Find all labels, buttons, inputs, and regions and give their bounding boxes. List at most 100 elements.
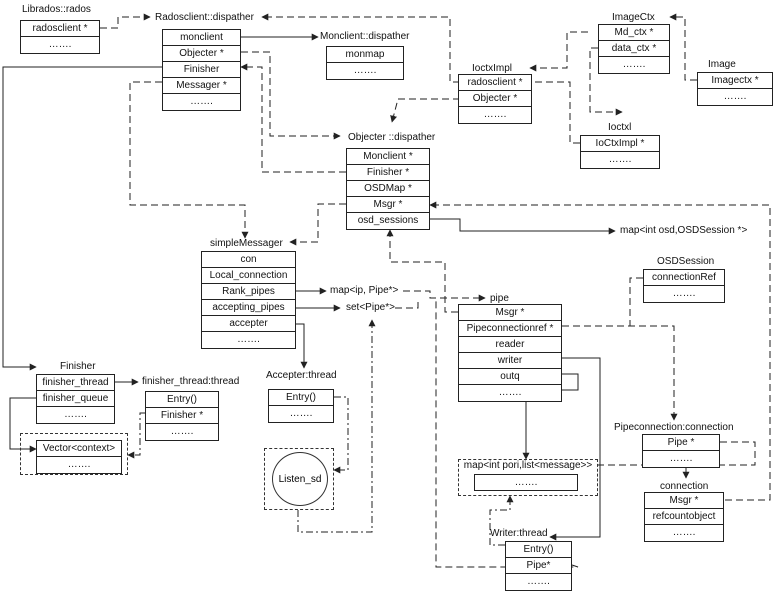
accepter-thread-entry: Entry() <box>269 390 333 406</box>
accepter-thread-more: ……. <box>289 408 313 419</box>
connection-msgr: Msgr * <box>645 493 723 509</box>
label-map-rank-pipes: map<ip, Pipe*> <box>330 285 399 296</box>
arrow-rados-to-radosclient <box>100 13 151 29</box>
monclient-monmap: monmap <box>327 47 403 63</box>
label-ioctximpl: IoctxImpl <box>472 63 513 74</box>
objecter-monclient: Monclient * <box>347 149 429 165</box>
writer-thread-pipe: Pipe* <box>506 558 571 574</box>
arrow-osd-sessions-map <box>430 218 616 235</box>
map-messages-box: map<int pori,list<message>> ……. <box>464 460 592 491</box>
arrow-writer-to-map <box>489 495 514 546</box>
arrow-thread-vector <box>127 412 145 459</box>
objecter-finisher: Finisher * <box>347 165 429 181</box>
ioctxl-ioctximpl: IoCtxImpl * <box>581 136 659 152</box>
osdsession-more: ……. <box>672 288 696 299</box>
pipe-outq: outq <box>459 369 561 385</box>
label-pipe: pipe <box>490 293 509 304</box>
radosclient-more: ……. <box>190 96 213 107</box>
arrow-pipe-msgr <box>386 229 458 313</box>
objecter-osdmap: OSDMap * <box>347 181 429 197</box>
arrow-pipeconnref <box>562 325 678 421</box>
image-more: ……. <box>723 91 747 102</box>
pipe-msgr: Msgr * <box>459 305 561 321</box>
arrow-objecter-msgr <box>289 203 346 246</box>
ioctximpl-more: ……. <box>483 109 507 120</box>
imagectx-box: Md_ctx * data_ctx * ……. <box>598 24 670 74</box>
pipe-more: ……. <box>498 387 522 398</box>
rados-radosclient: radosclient * <box>21 21 99 37</box>
listen-sd-frame <box>264 448 334 510</box>
arrow-radosclient-objecter <box>241 51 341 140</box>
arrow-map-to-pipe <box>403 290 486 302</box>
monclient-more: ……. <box>353 65 377 76</box>
finisher-thread-entry: Entry() <box>146 392 218 408</box>
radosclient-box: monclient Objecter * Finisher Messager *… <box>162 29 241 111</box>
messager-con: con <box>202 252 295 268</box>
label-radosclient-dispatcher: Radosclient::dispather <box>155 12 254 23</box>
objecter-osd-sessions: osd_sessions <box>357 215 419 226</box>
label-connection: connection <box>660 481 709 492</box>
arrow-radosclient-finisher <box>2 66 162 371</box>
arrow-outq <box>522 373 579 460</box>
simple-messager-box: con Local_connection Rank_pipes acceptin… <box>201 251 296 349</box>
messager-rank-pipes: Rank_pipes <box>202 284 295 300</box>
vector-context-frame <box>20 433 128 475</box>
label-pipeconnection: Pipeconnection:connection <box>614 422 734 433</box>
arrow-ioctxl-to-ioctximpl <box>532 81 580 144</box>
label-ioctxl: Ioctxl <box>608 122 632 133</box>
arrow-objecter-finisher <box>240 63 346 173</box>
label-objecter-dispatcher: Objecter ::dispather <box>348 132 436 143</box>
finisher-thread-box: Entry() Finisher * ……. <box>145 391 219 441</box>
arrow-connectionref <box>629 277 643 326</box>
radosclient-messager: Messager * <box>163 78 240 94</box>
connection-refcountobject: refcountobject <box>645 509 723 525</box>
connection-more: ……. <box>672 527 696 538</box>
osdsession-connectionref: connectionRef <box>644 270 724 286</box>
writer-thread-entry: Entry() <box>506 542 571 558</box>
label-simple-messager: simpleMessager <box>210 238 283 249</box>
pipe-pipeconnectionref: Pipeconnectionref * <box>459 321 561 337</box>
label-accepter-thread: Accepter:thread <box>266 370 337 381</box>
label-librados: Librados::rados <box>22 4 91 15</box>
rados-more: ……. <box>48 39 72 50</box>
messager-accepter: accepter <box>202 316 295 332</box>
arrow-accepter-listen <box>333 396 349 474</box>
finisher-thread-finisher: Finisher * <box>146 408 218 424</box>
ioctxl-box: IoCtxImpl * ……. <box>580 135 660 169</box>
writer-thread-more: ……. <box>527 576 550 587</box>
arrow-radosclient-messager <box>129 81 249 239</box>
label-imagectx: ImageCtx <box>612 12 655 23</box>
radosclient-monclient: monclient <box>163 30 240 46</box>
accepter-thread-box: Entry() ……. <box>268 389 334 423</box>
ioctximpl-objecter: Objecter * <box>459 91 531 107</box>
arrow-writer-thread <box>549 357 601 541</box>
arrow-set-to-pipe <box>395 298 419 309</box>
messager-local-connection: Local_connection <box>202 268 295 284</box>
arrow-datactx-to-ioctxl <box>589 47 623 116</box>
pipeconnection-pipe: Pipe * <box>643 435 719 451</box>
vector-context-more: ……. <box>67 459 91 470</box>
connection-box: Msgr * refcountobject ……. <box>644 492 724 542</box>
finisher-box: finisher_thread finisher_queue ……. <box>36 374 115 424</box>
pipe-reader: reader <box>459 337 561 353</box>
map-messages-more: ……. <box>475 474 577 490</box>
ioctximpl-box: radosclient * Objecter * ……. <box>458 74 532 124</box>
label-map-osd-sessions: map<int osd,OSDSession *> <box>620 225 748 236</box>
arrow-connection-msgr <box>429 201 771 501</box>
label-monclient-dispatcher: Monclient::dispather <box>320 31 410 42</box>
arrow-image-to-imagectx <box>669 13 697 81</box>
pipeconnection-box: Pipe * ……. <box>642 434 720 468</box>
arrow-ioctximpl-objecter <box>390 98 460 123</box>
ioctximpl-radosclient: radosclient * <box>459 75 531 91</box>
pipe-writer: writer <box>459 353 561 369</box>
messager-more: ……. <box>237 334 260 345</box>
radosclient-finisher: Finisher <box>163 62 240 78</box>
finisher-more: ……. <box>64 409 87 420</box>
pipe-box: Msgr * Pipeconnectionref * reader writer… <box>458 304 562 402</box>
arrow-finisher-queue <box>9 397 37 453</box>
imagectx-datactx: data_ctx * <box>599 41 669 57</box>
image-imagectx: Imagectx * <box>698 73 772 89</box>
messager-accepting-pipes: accepting_pipes <box>202 300 295 316</box>
objecter-box: Monclient * Finisher * OSDMap * Msgr * o… <box>346 148 430 230</box>
map-messages-title: map<int pori,list<message>> <box>463 460 593 471</box>
